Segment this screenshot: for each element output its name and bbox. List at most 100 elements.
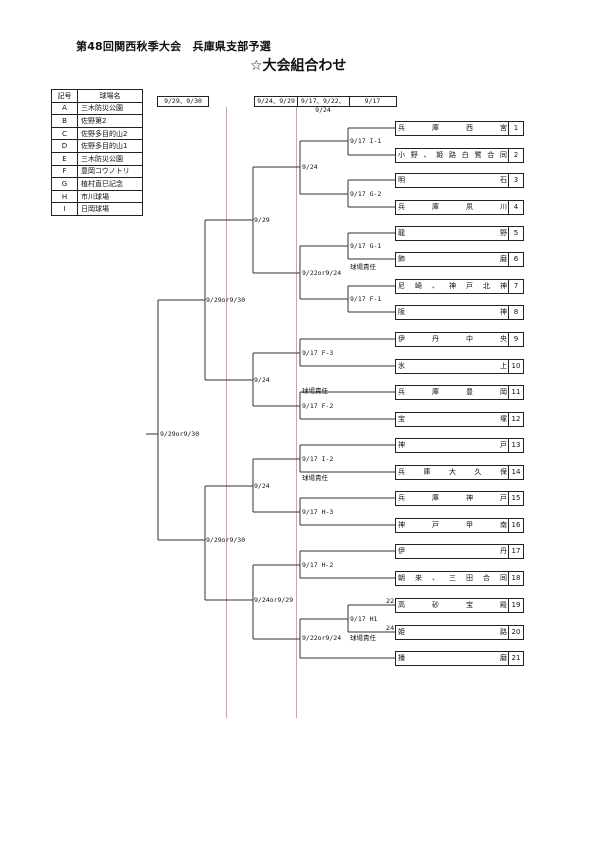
team-name-char: 高 [398, 601, 405, 609]
team-name: 朝来、三田合同 [398, 572, 507, 585]
match-label: 9/17 I-2 [302, 455, 334, 463]
team-name: 兵庫西宮 [398, 122, 507, 135]
team-name-char: 石 [500, 176, 507, 184]
team-name-char: 阪 [398, 308, 405, 316]
team-name-char: 戸 [466, 282, 473, 290]
team-name: 神戸甲南 [398, 519, 507, 532]
round-date-semifinal: 9/24、9/29 [254, 96, 298, 107]
team-name-char: 朝 [398, 574, 405, 582]
match-label: 9/17 F-2 [302, 402, 334, 410]
team-name-char: 西 [466, 124, 473, 132]
team-name-char: 砂 [432, 601, 439, 609]
team-name: 尼崎、神戸北神 [398, 280, 507, 293]
team-name-char: 野 [410, 151, 418, 159]
team-name-char: 兵 [398, 494, 405, 502]
team-name-char: 田 [466, 574, 473, 582]
team-number: 9 [508, 333, 523, 346]
team-name-char: 伊 [398, 547, 405, 555]
team-name: 兵庫豊岡 [398, 386, 507, 399]
team-number: 11 [508, 386, 523, 399]
team-name-char: 神 [398, 441, 405, 449]
match-label: 9/29 [254, 216, 270, 224]
team-name-char: 龍 [398, 229, 405, 237]
team-name-char: 鷺 [474, 151, 482, 159]
team-name: 伊丹 [398, 545, 507, 558]
match-label: 9/17 G-2 [350, 190, 382, 198]
team-name-char: 庫 [432, 494, 439, 502]
team-name-char: 兵 [398, 124, 405, 132]
match-label: 9/17 G-1 [350, 242, 382, 250]
team-name: 姫路 [398, 626, 507, 639]
team-number: 16 [508, 519, 523, 532]
team-name-char: 、 [423, 151, 431, 159]
team-number: 21 [508, 652, 523, 665]
seed-note: 24 [386, 624, 395, 632]
team-name-char: 姫 [436, 151, 444, 159]
match-label: 9/24 [302, 163, 318, 171]
match-label: 9/29or9/30 [206, 296, 246, 304]
match-label: 9/29or9/30 [206, 536, 246, 544]
team-name-char: 磨 [500, 255, 507, 263]
team-number: 19 [508, 599, 523, 612]
team-name-char: 北 [483, 282, 490, 290]
round-date-quarterfinal: 9/17、9/22、9/24 [297, 96, 350, 114]
team-name-char: 、 [432, 574, 439, 582]
team-name-char: 尼 [398, 282, 405, 290]
team-name-char: 磨 [500, 654, 507, 662]
team-name-char: 路 [449, 151, 456, 159]
final-match-label: 9/29or9/30 [160, 430, 200, 438]
team-number: 10 [508, 360, 523, 373]
team-name-char: 戸 [500, 494, 507, 502]
team-name-char: 甲 [466, 521, 473, 529]
team-name-char: 明 [398, 176, 405, 184]
team-number: 14 [508, 466, 523, 479]
team-number: 12 [508, 413, 523, 426]
team-number: 5 [508, 227, 523, 240]
match-label: 9/24or9/29 [254, 596, 294, 604]
team-number: 15 [508, 492, 523, 505]
match-label: 9/17 H1 [350, 615, 378, 623]
team-name-char: 、 [432, 282, 439, 290]
team-name-char: 保 [500, 468, 507, 476]
team-name-char: 宮 [500, 124, 507, 132]
team-number: 20 [508, 626, 523, 639]
team-name-char: 神 [500, 282, 507, 290]
match-label: 9/24 [254, 482, 270, 490]
team-number: 18 [508, 572, 523, 585]
team-name: 神戸 [398, 439, 507, 452]
round-divider-line [226, 107, 227, 718]
team-name-char: 三 [449, 574, 456, 582]
team-name-char: 庫 [432, 203, 439, 211]
team-name-char: 来 [415, 574, 422, 582]
team-name-char: 同 [500, 151, 507, 159]
team-number: 13 [508, 439, 523, 452]
team-name: 小野、姫路白鷺合同 [398, 149, 507, 162]
team-name-char: 神 [466, 494, 473, 502]
team-name-char: 庫 [432, 388, 439, 396]
team-name-char: 飾 [398, 255, 405, 263]
team-name-char: 中 [466, 335, 473, 343]
team-name-char: 神 [398, 521, 405, 529]
match-label: 9/17 F-1 [350, 295, 382, 303]
team-name: 阪神 [398, 306, 507, 319]
team-name-char: 播 [398, 654, 405, 662]
team-name-char: 野 [500, 229, 507, 237]
team-name-char: 路 [500, 628, 507, 636]
